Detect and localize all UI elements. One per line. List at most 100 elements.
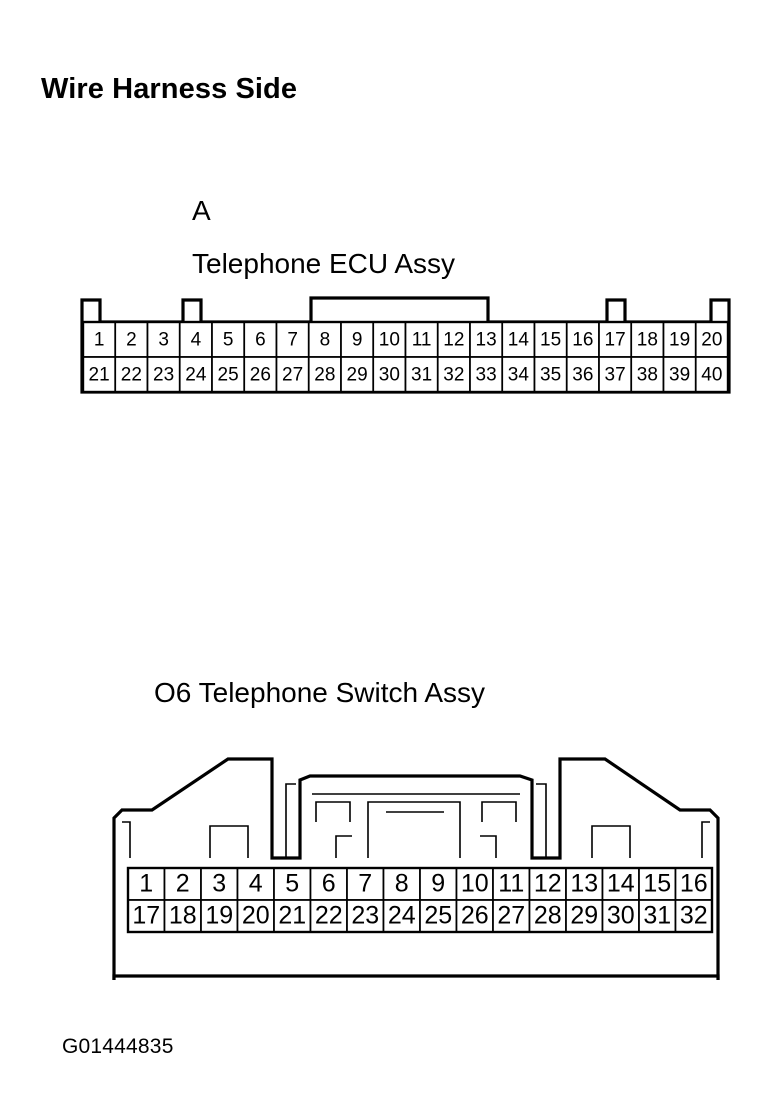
pin-cell: [275, 356, 310, 393]
pin-cell: [601, 867, 640, 901]
pin-cell: [638, 867, 677, 901]
pin-number: 16: [572, 330, 593, 351]
pin-cell: [127, 899, 166, 933]
pin-number: 5: [285, 870, 299, 898]
pin-cell: [565, 867, 604, 901]
pin-number: 27: [497, 902, 525, 930]
pin-cell: [382, 867, 421, 901]
pin-number: 36: [572, 365, 593, 386]
pin-number: 19: [669, 330, 690, 351]
pin-number: 3: [158, 330, 169, 351]
pin-number: 18: [169, 902, 197, 930]
pin-number: 4: [191, 330, 202, 351]
pin-number: 31: [411, 365, 432, 386]
pin-number: 23: [153, 365, 174, 386]
pin-number: 30: [379, 365, 400, 386]
pin-number: 19: [205, 902, 233, 930]
pin-number: 21: [278, 902, 306, 930]
pin-number: 29: [347, 365, 368, 386]
pin-number: 4: [249, 870, 263, 898]
pin-cell: [404, 356, 439, 393]
pin-number: 25: [218, 365, 239, 386]
pin-cell: [492, 899, 531, 933]
pin-number: 23: [351, 902, 379, 930]
pin-number: 35: [540, 365, 561, 386]
pin-number: 33: [476, 365, 497, 386]
pin-cell: [372, 321, 407, 358]
pin-number: 6: [322, 870, 336, 898]
page-title: Wire Harness Side: [41, 73, 298, 105]
pin-number: 34: [508, 365, 530, 386]
pin-number: 15: [540, 330, 561, 351]
pin-number: 22: [315, 902, 343, 930]
pin-number: 39: [669, 365, 690, 386]
pin-number: 7: [358, 870, 372, 898]
pin-number: 12: [534, 870, 562, 898]
pin-number: 17: [605, 330, 626, 351]
pin-number: 10: [379, 330, 400, 351]
pin-cell: [273, 899, 312, 933]
connector-a-code: A: [192, 195, 211, 226]
pin-cell: [163, 899, 202, 933]
pin-number: 29: [570, 902, 598, 930]
pin-number: 13: [570, 870, 598, 898]
pin-cell: [492, 867, 531, 901]
pin-number: 17: [132, 902, 160, 930]
pin-cell: [565, 356, 600, 393]
pin-cell: [236, 867, 275, 901]
pin-number: 1: [94, 330, 105, 351]
pin-number: 12: [443, 330, 464, 351]
pin-cell: [307, 321, 342, 358]
pin-number: 9: [431, 870, 445, 898]
pin-number: 14: [508, 330, 530, 351]
pin-number: 11: [498, 870, 524, 898]
pin-cell: [694, 321, 729, 358]
pin-number: 8: [395, 870, 409, 898]
pin-number: 21: [89, 365, 110, 386]
pin-number: 10: [461, 870, 489, 898]
pin-number: 11: [412, 330, 432, 351]
pin-number: 14: [607, 870, 635, 898]
connector-a-name: Telephone ECU Assy: [192, 248, 456, 279]
pin-number: 28: [534, 902, 562, 930]
pin-cell: [340, 356, 375, 393]
pin-grid-frame: [126, 866, 714, 934]
pin-number: 16: [680, 870, 708, 898]
pin-number: 13: [476, 330, 497, 351]
pin-number: 22: [121, 365, 142, 386]
pin-number: 30: [607, 902, 635, 930]
pin-number: 5: [223, 330, 234, 351]
pin-number: 3: [212, 870, 226, 898]
pin-number: 28: [314, 365, 335, 386]
pin-number: 24: [185, 365, 207, 386]
pin-cell: [146, 356, 181, 393]
pin-number: 7: [287, 330, 298, 351]
pin-number: 1: [139, 870, 153, 898]
pin-number: 32: [680, 902, 708, 930]
pin-number: 18: [637, 330, 658, 351]
pin-cell: [528, 899, 567, 933]
pin-cell: [598, 321, 633, 358]
pin-grid-frame: [81, 320, 730, 394]
pin-number: 20: [701, 330, 722, 351]
pin-number: 8: [320, 330, 331, 351]
pin-number: 20: [242, 902, 270, 930]
pin-number: 38: [637, 365, 658, 386]
pin-number: 9: [352, 330, 363, 351]
pin-number: 2: [176, 870, 190, 898]
pin-number: 27: [282, 365, 303, 386]
pin-number: 2: [126, 330, 137, 351]
pin-number: 37: [605, 365, 626, 386]
pin-cell: [309, 867, 348, 901]
pin-number: 25: [424, 902, 452, 930]
pin-number: 15: [643, 870, 671, 898]
pin-number: 26: [250, 365, 271, 386]
pin-number: 6: [255, 330, 266, 351]
figure-id: G01444835: [62, 1035, 174, 1058]
pin-cell: [455, 899, 494, 933]
